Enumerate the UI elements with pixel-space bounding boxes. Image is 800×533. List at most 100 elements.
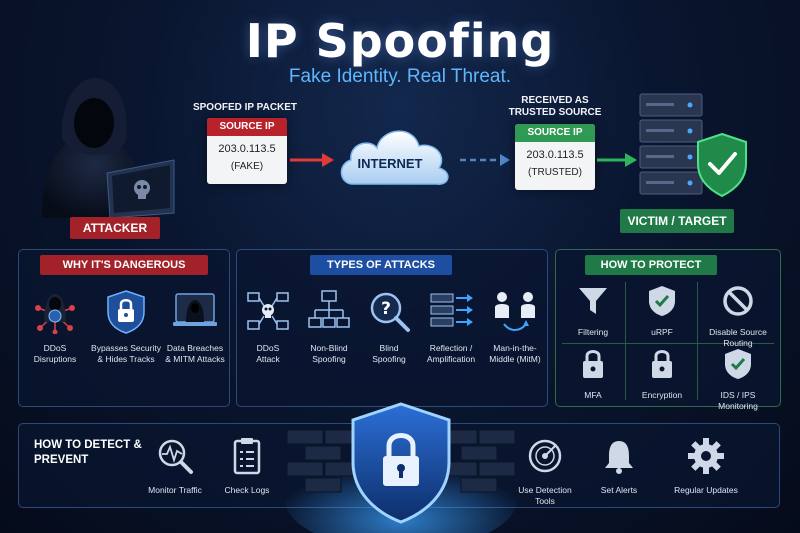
attack-label-line1: Non-Blind xyxy=(310,343,348,353)
attack-item: DDoS Attack xyxy=(238,288,298,365)
question-magnifier-icon: ? xyxy=(370,292,410,332)
svg-text:?: ? xyxy=(381,299,391,319)
received-caption-line1: RECEIVED AS xyxy=(521,95,589,106)
packet-header: SOURCE IP xyxy=(207,118,287,136)
servers-arrows-icon xyxy=(430,293,473,327)
shield-check-icon xyxy=(649,286,675,316)
spoofed-packet-caption: SPOOFED IP PACKET xyxy=(192,102,298,113)
botnet-icon xyxy=(247,292,289,330)
gear-icon xyxy=(688,438,724,474)
network-tree-icon xyxy=(308,290,350,328)
packet-header: SOURCE IP xyxy=(515,124,595,142)
packet-ip: 203.0.113.5 xyxy=(218,143,276,155)
detect-title: HOW TO DETECT & PREVENT xyxy=(34,438,144,468)
grid-divider xyxy=(625,282,626,400)
cloud-icon xyxy=(340,130,449,185)
detect-label-line1: Regular Updates xyxy=(674,485,738,495)
detect-item: Regular Updates xyxy=(668,436,744,496)
attacks-title: TYPES OF ATTACKS xyxy=(310,255,452,275)
protect-label-line1: Disable Source xyxy=(709,327,767,337)
attack-label-line2: Middle (MitM) xyxy=(489,354,541,364)
protect-item: Disable Source Routing xyxy=(698,284,778,349)
attack-item: Man-in-the- Middle (MitM) xyxy=(484,288,546,365)
protect-label-line1: Encryption xyxy=(641,390,683,400)
protect-label-line1: Filtering xyxy=(577,327,609,337)
hooded-hacker-icon xyxy=(42,78,175,218)
detect-label-line1: Monitor Traffic xyxy=(148,485,202,495)
firewall-shield-icon xyxy=(285,402,517,533)
block-icon xyxy=(723,286,753,316)
protect-label-line2: Routing xyxy=(723,338,753,348)
people-exchange-icon xyxy=(495,292,535,331)
attack-label-line2: Attack xyxy=(256,354,280,364)
danger-label-line1: Bypasses Security xyxy=(91,343,161,353)
padlock-icon xyxy=(583,350,603,378)
detect-label-line2: Tools xyxy=(535,496,555,506)
detect-label-line1: Set Alerts xyxy=(600,485,638,495)
laptop-hacker-icon xyxy=(173,293,217,326)
server-shield-icon xyxy=(639,93,747,198)
grid-divider xyxy=(697,282,698,400)
protect-panel xyxy=(555,249,781,407)
danger-label-line1: DDoS xyxy=(43,343,67,353)
danger-item: DDoS Disruptions xyxy=(22,288,88,365)
grid-divider xyxy=(562,343,774,344)
detect-item: Set Alerts xyxy=(590,436,648,496)
funnel-icon xyxy=(579,288,607,314)
attack-label-line1: Man-in-the- xyxy=(493,343,537,353)
page-title: IP Spoofing xyxy=(245,14,555,68)
attack-item: ? Blind Spoofing xyxy=(360,288,418,365)
attack-item: Non-Blind Spoofing xyxy=(298,288,360,365)
shield-lock-icon xyxy=(107,290,145,334)
detect-label-line1: Use Detection xyxy=(518,485,572,495)
packet-ip: 203.0.113.5 xyxy=(526,149,584,161)
detect-title-line2: PREVENT xyxy=(34,454,89,466)
attack-label-line2: Spoofing xyxy=(372,354,406,364)
page-subtitle: Fake Identity. Real Threat. xyxy=(288,66,512,87)
danger-label-line1: Data Breaches xyxy=(166,343,224,353)
danger-label-line2: & MITM Attacks xyxy=(165,354,225,364)
arrow-right-icon xyxy=(597,153,637,167)
danger-item: Bypasses Security & Hides Tracks xyxy=(88,288,164,365)
shield-check-icon xyxy=(725,349,751,379)
danger-label-line2: Disruptions xyxy=(33,354,77,364)
danger-item: Data Breaches & MITM Attacks xyxy=(160,288,230,365)
attacker-badge: ATTACKER xyxy=(70,217,160,239)
received-caption-line2: TRUSTED SOURCE xyxy=(508,107,602,118)
network-hacker-icon xyxy=(35,294,75,335)
arrow-right-icon xyxy=(290,153,334,167)
internet-label: INTERNET xyxy=(357,156,423,171)
attack-label-line1: DDoS xyxy=(256,343,280,353)
magnifier-pulse-icon xyxy=(158,439,193,474)
protect-item: IDS / IPS Monitoring xyxy=(698,347,778,412)
padlock-icon xyxy=(652,350,672,378)
detect-label-line1: Check Logs xyxy=(224,485,270,495)
attack-label-line1: Reflection / xyxy=(429,343,473,353)
spoofed-packet-card: SOURCE IP 203.0.113.5 (FAKE) xyxy=(207,118,287,184)
protect-label-line1: IDS / IPS xyxy=(720,390,756,400)
attack-label-line2: Amplification xyxy=(426,354,476,364)
bell-icon xyxy=(605,441,633,474)
packet-note: (TRUSTED) xyxy=(528,167,582,178)
dangers-title: WHY IT'S DANGEROUS xyxy=(40,255,208,275)
received-packet-card: SOURCE IP 203.0.113.5 (TRUSTED) xyxy=(515,124,595,190)
protect-label-line1: MFA xyxy=(584,390,602,400)
protect-item: Encryption xyxy=(628,347,696,401)
protect-label-line2: Monitoring xyxy=(718,401,758,411)
protect-title: HOW TO PROTECT xyxy=(585,255,717,275)
detect-item: Monitor Traffic xyxy=(142,436,208,496)
dashed-arrow-icon xyxy=(460,154,510,166)
danger-label-line2: & Hides Tracks xyxy=(97,354,155,364)
clipboard-icon xyxy=(233,438,261,475)
packet-note: (FAKE) xyxy=(230,161,264,172)
protect-label-line1: uRPF xyxy=(651,327,673,337)
detect-item: Use Detection Tools xyxy=(510,436,580,507)
protect-item: MFA xyxy=(560,347,626,401)
attack-item: Reflection / Amplification xyxy=(418,288,484,365)
victim-badge: VICTIM / TARGET xyxy=(620,209,734,233)
protect-item: uRPF xyxy=(628,284,696,338)
detect-item: Check Logs xyxy=(216,436,278,496)
protect-item: Filtering xyxy=(560,284,626,338)
detect-title-line1: HOW TO DETECT & xyxy=(34,439,142,451)
radar-icon xyxy=(528,439,562,473)
